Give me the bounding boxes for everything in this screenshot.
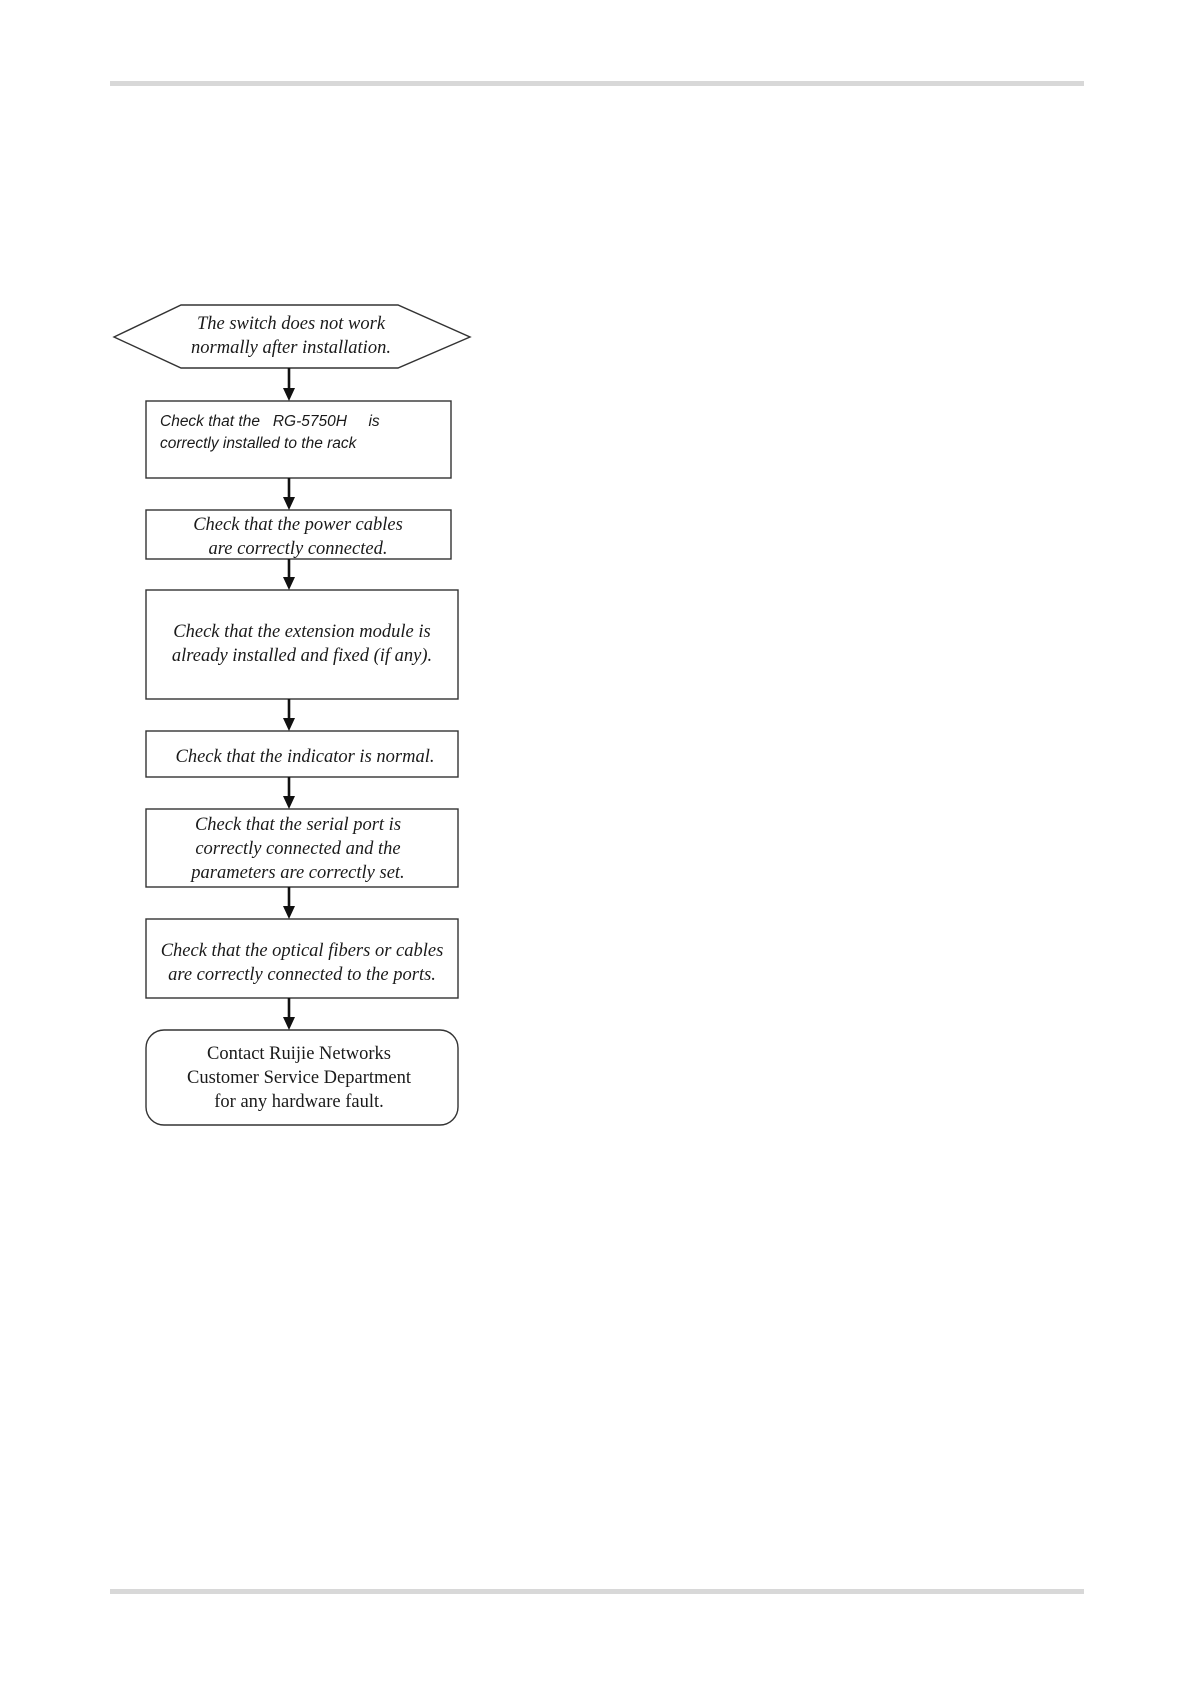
step-check-extension-module: Check that the extension module is alrea… bbox=[145, 589, 459, 700]
step-check-power-cables-line-1: Check that the power cables bbox=[193, 515, 403, 535]
step-check-rack: Check that the RG-5750H is correctly ins… bbox=[145, 400, 452, 479]
arrow-extension-to-indicator bbox=[283, 699, 295, 731]
step-check-indicator-line-1: Check that the indicator is normal. bbox=[176, 747, 435, 767]
step-check-rack-line-2: correctly installed to the rack bbox=[160, 435, 358, 452]
arrow-optical-to-end bbox=[283, 998, 295, 1030]
arrow-rack-to-power bbox=[283, 478, 295, 510]
arrow-power-to-extension bbox=[283, 559, 295, 590]
step-check-serial-port-line-1: Check that the serial port is bbox=[195, 815, 401, 835]
start-node-line-2: normally after installation. bbox=[191, 338, 391, 358]
footer-rule bbox=[110, 1589, 1084, 1594]
start-node: The switch does not work normally after … bbox=[112, 304, 472, 369]
step-check-indicator: Check that the indicator is normal. bbox=[145, 730, 459, 778]
arrow-indicator-to-serial bbox=[283, 777, 295, 809]
end-node-line-3: for any hardware fault. bbox=[214, 1092, 384, 1112]
step-check-serial-port-line-2: correctly connected and the bbox=[195, 839, 400, 859]
header-rule bbox=[110, 81, 1084, 86]
end-node-line-1: Contact Ruijie Networks bbox=[207, 1044, 391, 1064]
start-node-line-1: The switch does not work bbox=[197, 314, 386, 334]
end-node-line-2: Customer Service Department bbox=[187, 1068, 412, 1088]
step-check-serial-port: Check that the serial port is correctly … bbox=[145, 808, 459, 888]
step-check-optical-fibers: Check that the optical fibers or cables … bbox=[145, 918, 459, 999]
step-check-optical-fibers-line-1: Check that the optical fibers or cables bbox=[161, 941, 444, 961]
step-check-rack-line-1: Check that the RG-5750H is bbox=[160, 413, 380, 430]
step-check-extension-module-line-1: Check that the extension module is bbox=[173, 622, 430, 642]
step-check-serial-port-line-3: parameters are correctly set. bbox=[189, 863, 404, 883]
end-node: Contact Ruijie Networks Customer Service… bbox=[145, 1029, 459, 1126]
arrow-serial-to-optical bbox=[283, 887, 295, 919]
step-check-power-cables-line-2: are correctly connected. bbox=[209, 539, 388, 559]
step-check-optical-fibers-line-2: are correctly connected to the ports. bbox=[168, 965, 436, 985]
step-check-power-cables: Check that the power cables are correctl… bbox=[145, 509, 452, 560]
step-check-extension-module-line-2: already installed and fixed (if any). bbox=[172, 646, 432, 666]
arrow-start-to-rack bbox=[283, 368, 295, 401]
